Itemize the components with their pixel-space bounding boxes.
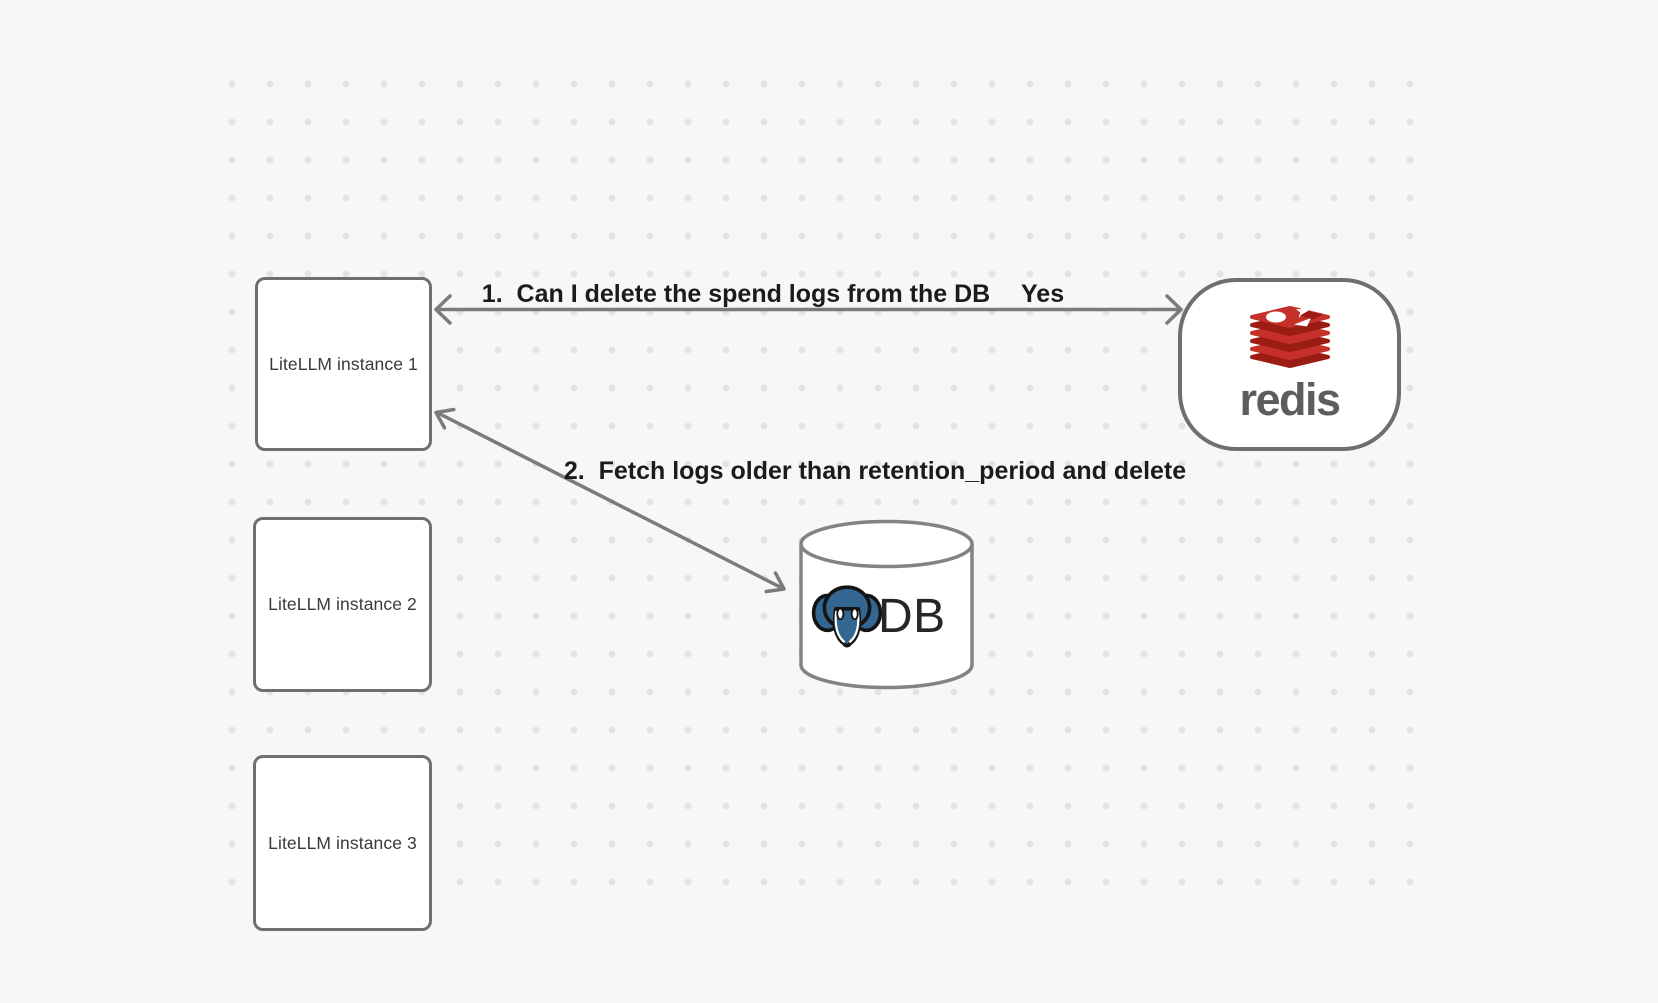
litellm-instance-3-node[interactable]: LiteLLM instance 3 xyxy=(253,755,432,931)
litellm-instance-1-node[interactable]: LiteLLM instance 1 xyxy=(255,277,432,451)
redis-logo-icon xyxy=(1249,304,1330,368)
database-node[interactable]: DB xyxy=(798,518,975,691)
arrow-1-response-label[interactable]: Yes xyxy=(1021,280,1065,308)
litellm-instance-2-node[interactable]: LiteLLM instance 2 xyxy=(253,517,432,692)
arrow-1-label[interactable]: 1. Can I delete the spend logs from the … xyxy=(481,280,991,308)
database-label: DB xyxy=(878,590,946,643)
redis-wordmark: redis xyxy=(1239,374,1341,425)
cylinder-shape xyxy=(799,519,974,690)
arrow-litellm1-db[interactable] xyxy=(434,407,786,594)
arrow-litellm1-redis[interactable] xyxy=(434,294,1183,325)
litellm-instance-2-label: LiteLLM instance 2 xyxy=(268,594,417,614)
litellm-instance-3-label: LiteLLM instance 3 xyxy=(268,832,417,853)
redis-node[interactable]: redis xyxy=(1178,278,1401,451)
postgresql-elephant-icon xyxy=(811,585,883,648)
arrow-2-label[interactable]: 2. Fetch logs older than retention_perio… xyxy=(563,457,1187,485)
litellm-instance-1-label: LiteLLM instance 1 xyxy=(269,353,418,374)
